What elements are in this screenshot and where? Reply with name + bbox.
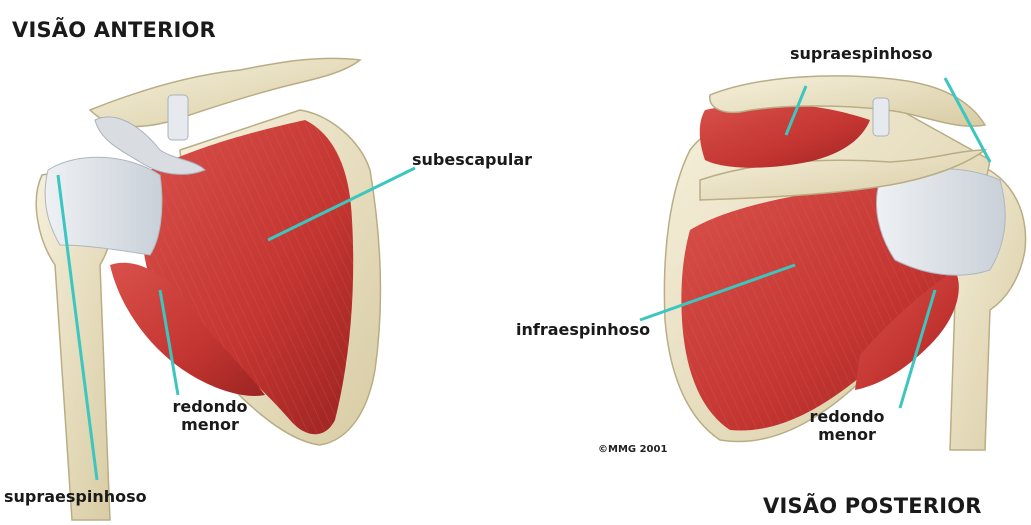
posterior-view-title: VISÃO POSTERIOR (763, 494, 982, 518)
anterior-ligament (168, 95, 188, 140)
label-posterior-redondo-menor: redondo menor (803, 408, 891, 444)
anterior-view (36, 58, 415, 520)
label-anterior-redondo-menor: redondo menor (166, 398, 254, 434)
posterior-ligament (873, 98, 889, 136)
label-anterior-redondo: redondo (166, 398, 254, 416)
label-posterior-supraespinhoso: supraespinhoso (790, 44, 933, 63)
label-subescapular: subescapular (412, 150, 532, 169)
label-posterior-redondo: redondo (803, 408, 891, 426)
label-posterior-menor: menor (803, 426, 891, 444)
label-infraespinhoso: infraespinhoso (516, 320, 650, 339)
label-anterior-supraespinhoso: supraespinhoso (4, 487, 147, 506)
posterior-view (640, 76, 1026, 450)
copyright-text: ©MMG 2001 (598, 444, 667, 455)
label-anterior-menor: menor (166, 416, 254, 434)
posterior-tendon (876, 169, 1005, 275)
anterior-view-title: VISÃO ANTERIOR (12, 18, 216, 42)
